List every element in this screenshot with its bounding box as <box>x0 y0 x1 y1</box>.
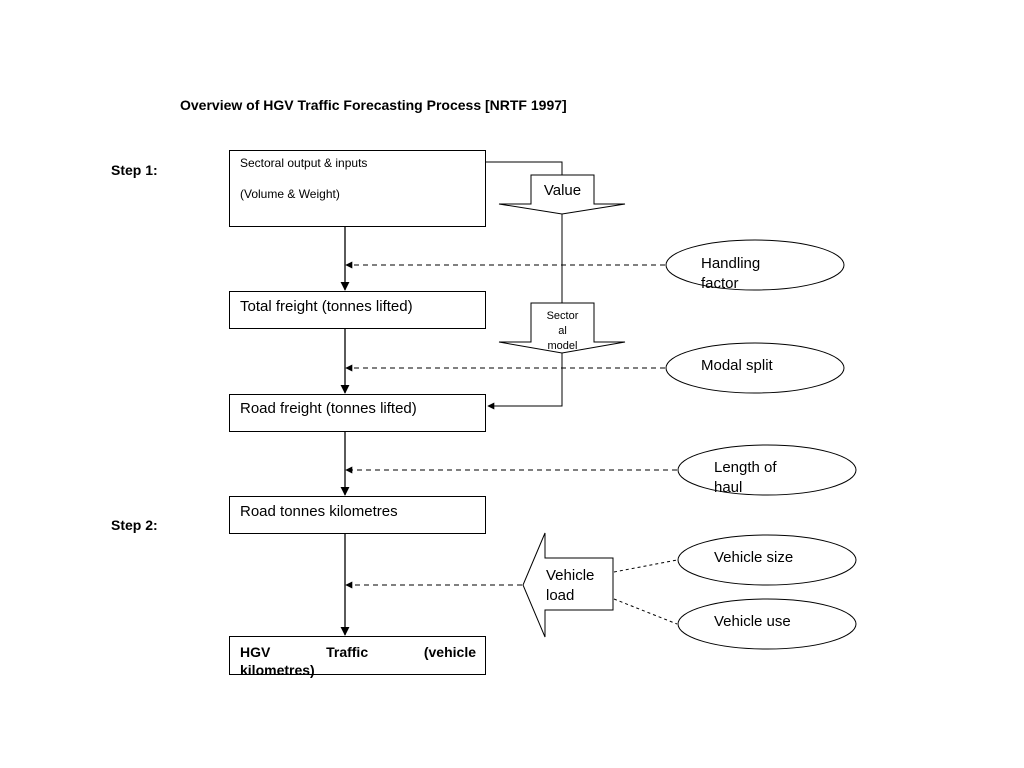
hgv-traffic-label-line1: HGV Traffic (vehicle <box>240 643 476 661</box>
vehicle-word: (vehicle <box>423 644 476 660</box>
length-of-haul-label: Length of haul <box>714 458 777 498</box>
sectoral-model-block-arrow <box>498 302 626 354</box>
vehicle-load-label: Vehicle load <box>546 566 594 606</box>
sectoral-model-line1: Sector <box>546 310 579 322</box>
road-tonne-km-label: Road tonnes kilometres <box>240 503 398 520</box>
vehicle-size-ellipse <box>677 534 857 586</box>
total-freight-label: Total freight (tonnes lifted) <box>240 298 413 315</box>
step-2-label: Step 2: <box>111 517 158 533</box>
modal-split-label: Modal split <box>701 357 773 374</box>
modal-split-ellipse <box>665 342 845 394</box>
total-freight-box <box>229 291 486 329</box>
value-block-arrow <box>498 174 626 215</box>
vehicle-use-dashed-link <box>613 598 678 625</box>
vehicle-size-dashed-link <box>613 559 678 573</box>
sectoral-model-line3: model <box>547 340 578 352</box>
hgv-word: HGV <box>240 644 271 660</box>
handling-factor-ellipse <box>665 239 845 291</box>
road-tonne-km-box <box>229 496 486 534</box>
sectoral-output-box <box>229 150 486 227</box>
length-of-haul-line1: Length of <box>714 459 777 476</box>
step-1-label: Step 1: <box>111 162 158 178</box>
sectoral-output-sublabel: (Volume & Weight) <box>240 187 340 201</box>
handling-factor-line2: factor <box>701 275 739 292</box>
length-of-haul-line2: haul <box>714 479 743 496</box>
hgv-traffic-box <box>229 636 486 675</box>
traffic-word: Traffic <box>326 644 369 660</box>
handling-factor-label: Handling factor <box>701 254 760 294</box>
hgv-traffic-label-line2: kilometres) <box>240 662 315 678</box>
sectoral-output-label: Sectoral output & inputs <box>240 156 368 170</box>
sectoral-to-road-freight-arrow <box>487 353 563 410</box>
sectoral-model-line2: al <box>558 325 567 337</box>
handling-factor-line1: Handling <box>701 255 761 272</box>
vehicle-load-block-arrow <box>522 532 614 638</box>
vehicle-load-line1: Vehicle <box>546 567 595 584</box>
vehicle-size-label: Vehicle size <box>714 549 794 566</box>
value-label: Value <box>543 182 582 199</box>
value-branch-connector <box>486 161 563 176</box>
vehicle-use-ellipse <box>677 598 857 650</box>
vehicle-load-line2: load <box>546 587 575 604</box>
diagram-title: Overview of HGV Traffic Forecasting Proc… <box>180 97 567 113</box>
sectoral-model-label: Sector al model <box>531 309 594 354</box>
road-freight-box <box>229 394 486 432</box>
vehicle-use-label: Vehicle use <box>714 613 791 630</box>
road-freight-label: Road freight (tonnes lifted) <box>240 400 417 417</box>
length-of-haul-ellipse <box>677 444 857 496</box>
